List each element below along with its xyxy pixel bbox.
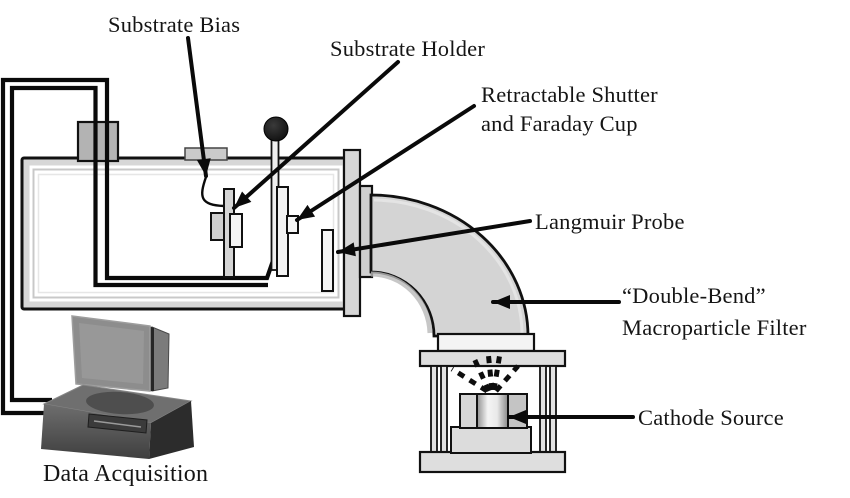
case-front xyxy=(41,404,151,459)
macroparticle-filter-tube xyxy=(369,193,530,338)
stand-top-plate xyxy=(418,349,567,368)
label-langmuir-probe: Langmuir Probe xyxy=(535,209,685,234)
bias-lead-wire xyxy=(201,176,225,208)
labels: Substrate Bias Substrate Holder Retracta… xyxy=(43,12,807,487)
label-shutter-line2: and Faraday Cup xyxy=(481,111,638,136)
label-cathode-source: Cathode Source xyxy=(638,405,784,430)
chamber-inner-liner xyxy=(32,168,340,299)
langmuir-probe-element xyxy=(321,229,334,292)
flange-column xyxy=(342,148,362,318)
arrow-langmuir-probe xyxy=(336,219,532,257)
electrical-feedthrough xyxy=(76,120,120,163)
annotation-arrows xyxy=(186,36,635,424)
tube-inner-shade xyxy=(370,271,433,334)
top-port xyxy=(184,147,228,161)
label-substrate-holder: Substrate Holder xyxy=(330,36,485,61)
monitor-screen xyxy=(79,323,144,384)
case-top-disc xyxy=(86,391,154,415)
stand-leg xyxy=(440,365,448,454)
plasma-plume xyxy=(450,350,520,394)
cathode-base-block xyxy=(450,426,532,454)
tube-bottom-flange xyxy=(436,332,536,353)
case-side xyxy=(149,401,194,459)
arrow-substrate-holder xyxy=(232,60,400,210)
cathode-stand xyxy=(418,332,567,474)
tube-highlight xyxy=(373,198,524,334)
stand-leg xyxy=(430,365,438,454)
faraday-cup xyxy=(286,215,299,234)
data-acquisition-computer xyxy=(41,315,194,459)
label-filter-line2: Macroparticle Filter xyxy=(622,315,807,340)
label-shutter-line1: Retractable Shutter xyxy=(481,82,658,107)
chamber-flanges xyxy=(342,148,374,318)
label-substrate-bias: Substrate Bias xyxy=(108,12,240,37)
case-slot-line xyxy=(93,420,142,428)
wire-inner xyxy=(9,85,268,403)
arrow-substrate-bias xyxy=(186,36,211,178)
cathode-cylinder xyxy=(476,393,509,429)
stand-leg xyxy=(549,365,557,454)
wire-outer xyxy=(0,77,285,416)
monitor-side xyxy=(151,326,170,392)
chamber-internals xyxy=(201,116,334,292)
label-filter-line1: “Double-Bend” xyxy=(622,283,766,308)
filter-elbow xyxy=(369,193,530,338)
label-data-acquisition: Data Acquisition xyxy=(43,461,208,487)
cathode-housing-side xyxy=(507,395,526,427)
substrate xyxy=(229,213,243,248)
shutter-knob xyxy=(263,116,289,142)
stand-bottom-plate xyxy=(418,450,567,474)
arrow-retractable-shutter xyxy=(295,104,476,222)
stand-leg xyxy=(539,365,547,454)
signal-wiring xyxy=(0,77,285,416)
